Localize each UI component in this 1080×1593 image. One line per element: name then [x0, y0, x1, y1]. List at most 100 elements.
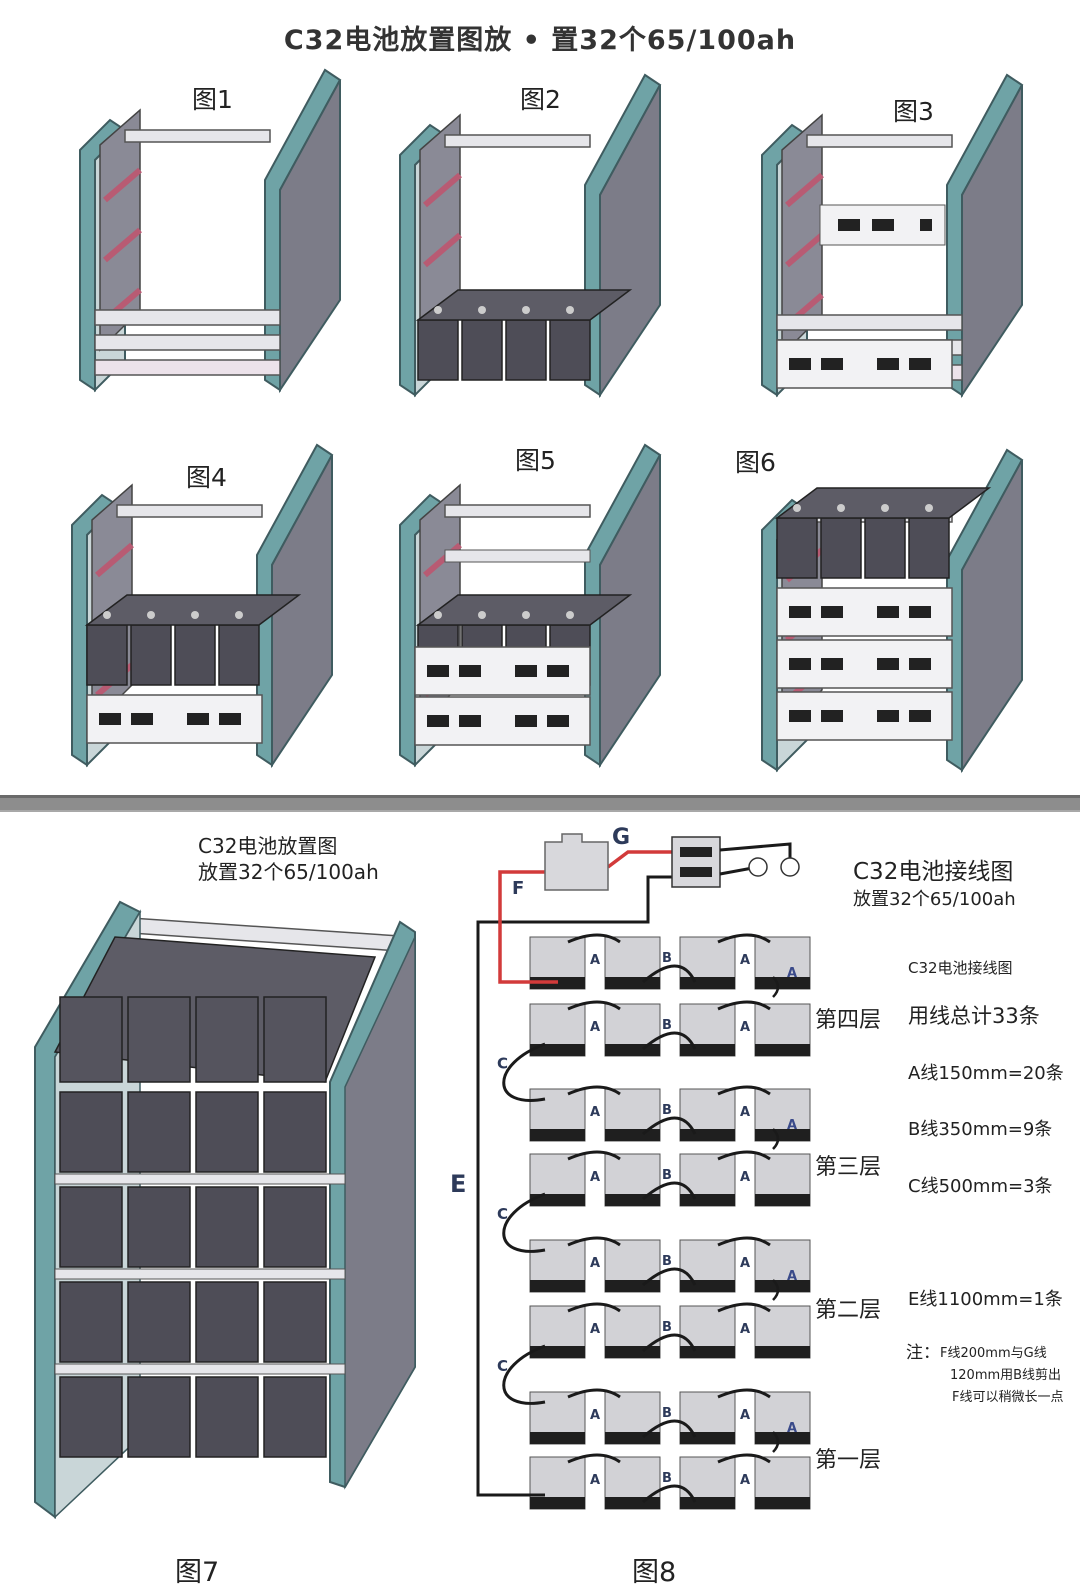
battery-base: [530, 1497, 585, 1509]
terminal-bar: [680, 847, 712, 857]
wire-e-spec: E线1100mm=1条: [908, 1289, 1063, 1310]
output-terminal: [780, 857, 800, 877]
wire-label-a: A: [740, 1322, 750, 1337]
fig7-shelf: [54, 1268, 346, 1280]
battery-base: [755, 1497, 810, 1509]
wire-a-vertical: [772, 1279, 780, 1301]
wire-label-a: A: [590, 1020, 600, 1035]
battery-base: [530, 1280, 585, 1292]
battery-base: [755, 1194, 810, 1206]
fig7-caption-line2: 放置32个65/100ah: [198, 860, 379, 884]
wire-a: [717, 933, 771, 944]
fig-label-6: 图6: [735, 448, 776, 477]
wire-e: [476, 875, 672, 1497]
battery-base: [680, 1280, 735, 1292]
battery-base: [755, 1044, 810, 1056]
wire-a-vertical: [772, 1431, 780, 1453]
battery-base: [530, 1346, 585, 1358]
battery-base: [680, 1432, 735, 1444]
top-title: C32电池放置图放 • 置32个65/100ah: [283, 25, 797, 56]
battery-base: [605, 977, 660, 989]
fig7-battery: [195, 1186, 259, 1268]
fig-label-1: 图1: [192, 85, 233, 114]
note-line-2: 120mm用B线剪出: [950, 1368, 1062, 1383]
battery-base: [680, 1129, 735, 1141]
wire-label-b: B: [662, 1103, 672, 1118]
wire-label-b: B: [662, 1406, 672, 1421]
note-line-3: F线可以稍微长一点: [952, 1390, 1064, 1405]
wire-label-b: B: [662, 1168, 672, 1183]
battery-base: [605, 1044, 660, 1056]
wiring-subtitle: 放置32个65/100ah: [853, 889, 1016, 910]
battery-base: [680, 977, 735, 989]
fig7-battery: [127, 996, 191, 1083]
note-line-1: F线200mm与G线: [940, 1346, 1047, 1361]
fig-label-4: 图4: [186, 463, 227, 492]
wire-label-a: A: [740, 1408, 750, 1423]
wire-label-b: B: [662, 1018, 672, 1033]
cabinet-fig-6: [762, 450, 1022, 770]
battery-base: [755, 977, 810, 989]
cabinet-fig-4: [72, 445, 332, 765]
wire-c: [502, 1344, 546, 1405]
fig7-battery: [127, 1186, 191, 1268]
fig7-battery: [195, 1376, 259, 1458]
battery-base: [755, 1129, 810, 1141]
layer-4-label: 第四层: [815, 1008, 882, 1033]
wire-b: [642, 1031, 697, 1051]
wire-b: [642, 1181, 697, 1201]
battery-base: [680, 1346, 735, 1358]
fig7-battery: [59, 1376, 123, 1458]
battery-base: [530, 1432, 585, 1444]
battery-base: [530, 1194, 585, 1206]
wire-label-a: A: [590, 1105, 600, 1120]
battery-base: [680, 1194, 735, 1206]
wire-b: [642, 1116, 697, 1136]
wire-label-a: A: [740, 1256, 750, 1271]
wire-a: [567, 1453, 621, 1464]
wire-a: [567, 933, 621, 944]
section-divider: [0, 795, 1080, 812]
battery-base: [605, 1497, 660, 1509]
cabinet-drawings-top: [0, 0, 1080, 795]
wire-a: [717, 1236, 771, 1247]
battery-base: [680, 1497, 735, 1509]
wire-a: [567, 1000, 621, 1011]
wire-label-e: E: [450, 1170, 466, 1198]
wire-f: [498, 870, 558, 984]
wire-label-b: B: [662, 951, 672, 966]
fig-label-2: 图2: [520, 85, 561, 114]
wire-label-c: C: [497, 1205, 508, 1223]
fig7-shelf: [54, 1173, 346, 1185]
battery-base: [680, 1044, 735, 1056]
cabinet-fig-5: [400, 445, 660, 765]
wire-label-b: B: [662, 1471, 672, 1486]
wire-label-a: A: [590, 953, 600, 968]
battery-base: [755, 1432, 810, 1444]
fig7-shelf: [54, 1363, 346, 1375]
wire-a: [567, 1302, 621, 1313]
cabinet-fig-2: [400, 75, 660, 395]
wire-label-a: A: [740, 1473, 750, 1488]
terminal-bar: [680, 867, 712, 877]
battery-base: [755, 1280, 810, 1292]
wire-label-a: A: [590, 1322, 600, 1337]
wire-label-a: A: [590, 1256, 600, 1271]
battery-base: [605, 1432, 660, 1444]
wire-a: [567, 1388, 621, 1399]
wire-label-a: A: [787, 966, 797, 981]
bottom-section: C32电池放置图 放置32个65/100ah 图7 C32电池接线图 放置32个…: [0, 812, 1080, 1593]
battery-base: [605, 1346, 660, 1358]
note-prefix: 注：: [906, 1343, 940, 1363]
wire-label-a: A: [740, 1170, 750, 1185]
wire-g: [606, 850, 672, 869]
layer-3-label: 第三层: [815, 1155, 882, 1180]
battery-base: [755, 1346, 810, 1358]
terminal-block: [671, 836, 721, 888]
fig-label-3: 图3: [893, 97, 934, 126]
battery-base: [530, 1044, 585, 1056]
fig7-battery: [195, 996, 259, 1083]
wire-label-a: A: [787, 1421, 797, 1436]
fig7-battery: [59, 996, 123, 1083]
wire-b: [642, 1267, 697, 1287]
